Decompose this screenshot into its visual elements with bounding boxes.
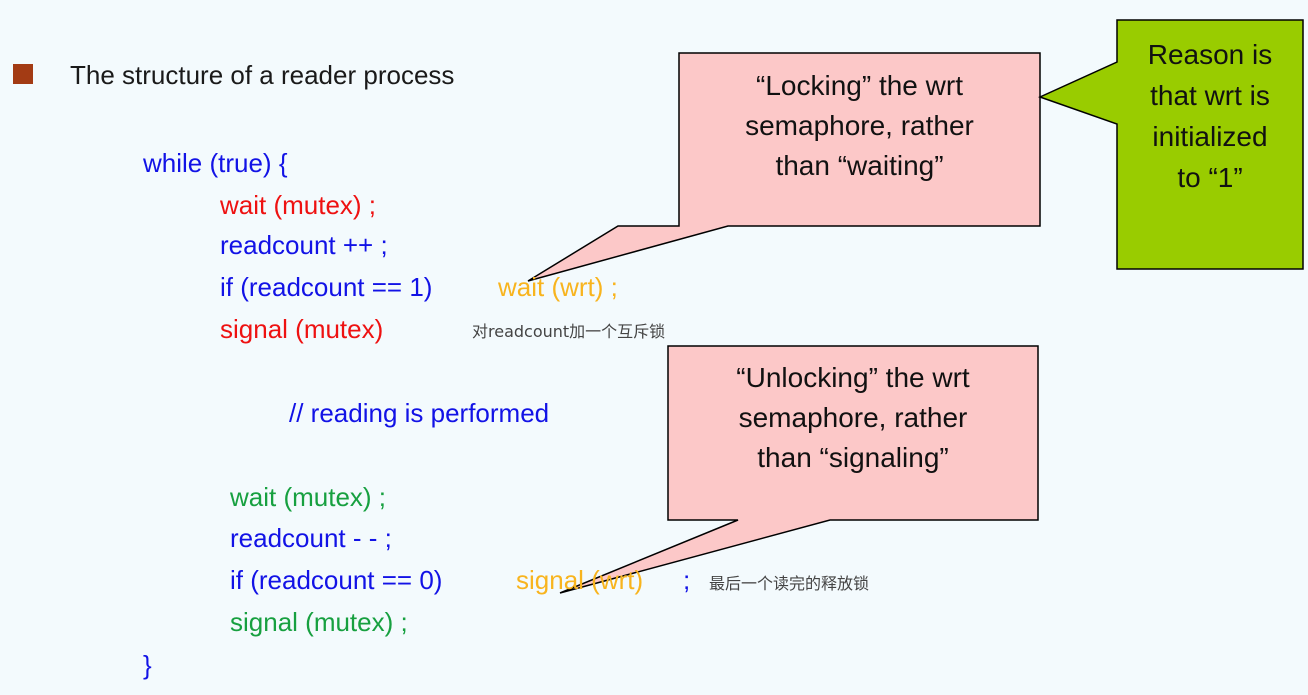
code-line-readcount-dec: readcount - - ; — [230, 523, 392, 553]
reason-callout: Reason is that wrt is initialized to “1” — [1117, 34, 1303, 198]
unlocking-callout-shape — [559, 345, 1039, 594]
code-line-signal-mutex: signal (mutex) — [220, 314, 384, 344]
unlocking-callout-line: than “signaling” — [757, 442, 949, 473]
code-line-wait-mutex-2: wait (mutex) ; — [230, 482, 387, 512]
code-line-wait-mutex: wait (mutex) ; — [220, 190, 377, 220]
locking-callout-line: semaphore, rather — [745, 110, 974, 141]
code-line-semicolon: ; — [683, 565, 691, 595]
locking-callout-shape — [527, 52, 1041, 282]
code-line-while: while (true) { — [143, 148, 288, 178]
reason-callout-shape — [1037, 19, 1304, 270]
code-line-if-readcount-1: if (readcount == 1) — [220, 272, 433, 302]
note-release-lock: 最后一个读完的释放锁 — [709, 574, 870, 593]
locking-callout: “Locking” the wrt semaphore, rather than… — [679, 66, 1040, 186]
code-line-reading-comment: // reading is performed — [289, 398, 550, 428]
reason-callout-line: to “1” — [1177, 162, 1243, 193]
unlocking-callout-line: semaphore, rather — [738, 402, 968, 433]
reason-callout-line: Reason is — [1147, 39, 1273, 70]
unlocking-callout-line: “Unlocking” the wrt — [736, 362, 970, 393]
bullet-square-icon — [13, 64, 33, 84]
locking-callout-line: than “waiting” — [775, 150, 944, 181]
code-line-close-brace: } — [143, 650, 152, 680]
code-line-signal-wrt: signal (wrt) — [516, 565, 644, 595]
code-line-wait-wrt: wait (wrt) ; — [498, 272, 618, 302]
reason-callout-line: that wrt is — [1150, 80, 1270, 111]
code-line-if-readcount-0: if (readcount == 0) — [230, 565, 443, 595]
unlocking-callout: “Unlocking” the wrt semaphore, rather th… — [668, 358, 1038, 478]
note-mutex-lock: 对readcount加一个互斥锁 — [472, 322, 666, 341]
bullet-text: The structure of a reader process — [70, 60, 455, 90]
code-line-signal-mutex-2: signal (mutex) ; — [230, 607, 408, 637]
code-line-readcount-inc: readcount ++ ; — [220, 230, 388, 260]
locking-callout-line: “Locking” the wrt — [756, 70, 963, 101]
reason-callout-line: initialized — [1152, 121, 1268, 152]
